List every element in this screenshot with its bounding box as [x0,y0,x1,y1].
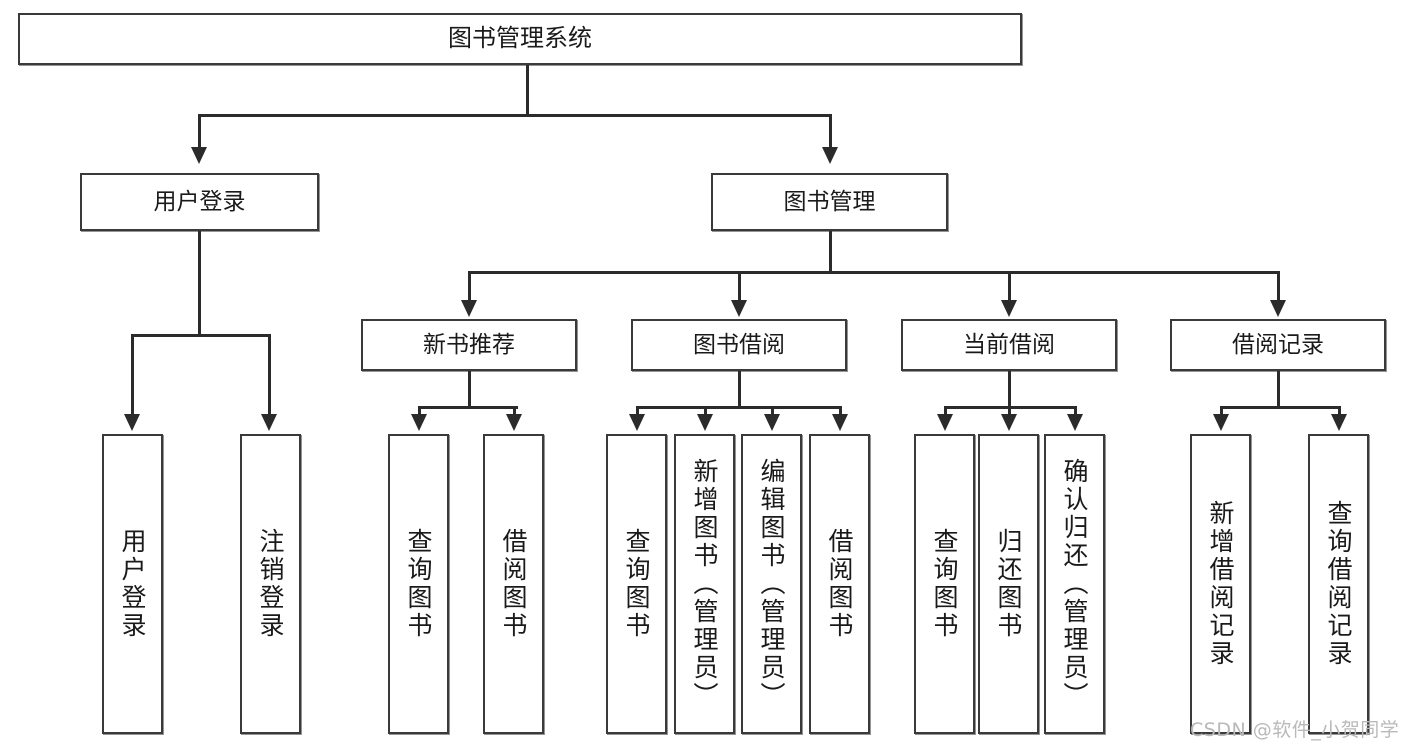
edge-root-stem [526,65,529,115]
arrow-current-borrow-to-leaf-2 [1067,414,1083,431]
edge-current-borrow-to-leaf-1 [1008,406,1011,418]
leaf-book-borrow-borrow[interactable]: 借阅图书 [809,434,870,734]
edge-root-to-user-login [198,114,201,150]
arrow-book-borrow-to-leaf-2 [764,414,780,431]
leaf-new-book-borrow[interactable]: 借阅图书 [483,434,544,734]
node-root-system[interactable]: 图书管理系统 [18,13,1022,65]
node-label: 查询图书 [622,528,651,640]
node-label: 图书管理系统 [448,24,592,53]
edge-book-borrow-distributor [636,406,842,409]
node-label: 查询借阅记录 [1324,500,1353,668]
arrow-user-login-to-leaf-1 [261,414,277,431]
edge-root-to-book-manage [829,114,832,150]
leaf-user-login-login[interactable]: 用户登录 [102,434,163,734]
edge-current-borrow-to-leaf-2 [1074,406,1077,418]
node-book-borrow[interactable]: 图书借阅 [631,319,847,371]
edge-book-manage-distributor [468,271,1280,274]
node-borrow-record[interactable]: 借阅记录 [1170,319,1386,371]
csdn-watermark: CSDN @软件_小贺同学 [1190,719,1400,741]
arrow-current-borrow-to-leaf-0 [937,414,953,431]
edge-borrow-record-to-leaf-0 [1220,406,1223,418]
node-label: 查询图书 [404,528,433,640]
leaf-borrow-record-add[interactable]: 新增借阅记录 [1190,434,1251,734]
edge-borrow-record-stem [1277,371,1280,407]
node-label: 当前借阅 [963,331,1055,358]
arrow-book-manage-to-l3-2 [1001,300,1017,317]
edge-user-login-to-leaf-0 [131,334,134,417]
node-new-book-recommend[interactable]: 新书推荐 [361,319,577,371]
leaf-book-borrow-query[interactable]: 查询图书 [606,434,667,734]
edge-root-distributor [198,114,830,117]
node-label: 借阅图书 [825,528,854,640]
edge-new-book-stem [468,371,471,407]
node-label: 图书管理 [783,188,876,215]
leaf-user-login-logout[interactable]: 注销登录 [240,434,301,734]
edge-current-borrow-to-leaf-0 [944,406,947,418]
arrow-book-manage-to-l3-3 [1270,300,1286,317]
edge-book-borrow-to-leaf-3 [839,406,842,418]
arrow-new-book-to-leaf-0 [411,414,427,431]
edge-book-manage-stem [829,231,832,273]
arrow-root-to-book-manage [822,147,838,164]
edge-book-borrow-to-leaf-0 [636,406,639,418]
leaf-current-borrow-query[interactable]: 查询图书 [914,434,975,734]
node-current-borrow[interactable]: 当前借阅 [901,319,1117,371]
edge-new-book-distributor [418,406,518,409]
node-label: 查询图书 [930,528,959,640]
node-label: 归还图书 [994,528,1023,640]
edge-user-login-stem [198,231,201,335]
arrow-book-manage-to-l3-1 [731,300,747,317]
node-label: 注销登录 [256,528,285,640]
arrow-book-borrow-to-leaf-3 [832,414,848,431]
edge-book-manage-to-l3-3 [1277,271,1280,303]
leaf-borrow-record-query[interactable]: 查询借阅记录 [1308,434,1369,734]
arrow-borrow-record-to-leaf-1 [1331,414,1347,431]
arrow-book-borrow-to-leaf-1 [697,414,713,431]
node-label: 新书推荐 [423,331,515,358]
node-label: 编辑图书（管理员） [757,458,786,710]
arrow-root-to-user-login [191,147,207,164]
arrow-book-manage-to-l3-0 [461,300,477,317]
node-label: 借阅图书 [499,528,528,640]
node-label: 新增借阅记录 [1206,500,1235,668]
node-label: 用户登录 [118,528,147,640]
edge-user-login-distributor [131,334,268,337]
leaf-book-borrow-edit[interactable]: 编辑图书（管理员） [741,434,802,734]
arrow-borrow-record-to-leaf-0 [1213,414,1229,431]
edge-book-borrow-to-leaf-1 [704,406,707,418]
edge-borrow-record-distributor [1220,406,1340,409]
edge-book-borrow-to-leaf-2 [771,406,774,418]
leaf-book-borrow-add[interactable]: 新增图书（管理员） [674,434,735,734]
edge-current-borrow-stem [1008,371,1011,407]
edge-book-manage-to-l3-1 [738,271,741,303]
edge-book-manage-to-l3-2 [1008,271,1011,303]
edge-new-book-to-leaf-0 [418,406,421,418]
node-label: 确认归还（管理员） [1060,458,1089,710]
node-label: 用户登录 [153,188,246,215]
arrow-book-borrow-to-leaf-0 [629,414,645,431]
edge-user-login-to-leaf-1 [268,334,271,417]
leaf-current-borrow-confirm[interactable]: 确认归还（管理员） [1044,434,1105,734]
node-book-management[interactable]: 图书管理 [711,173,948,231]
node-user-login[interactable]: 用户登录 [80,173,319,231]
edge-new-book-to-leaf-1 [513,406,516,418]
leaf-new-book-query[interactable]: 查询图书 [388,434,449,734]
edge-book-manage-to-l3-0 [468,271,471,303]
arrow-new-book-to-leaf-1 [506,414,522,431]
leaf-current-borrow-return[interactable]: 归还图书 [978,434,1039,734]
node-label: 借阅记录 [1232,331,1324,358]
node-label: 新增图书（管理员） [690,458,719,710]
node-label: 图书借阅 [693,331,785,358]
arrow-user-login-to-leaf-0 [124,414,140,431]
edge-book-borrow-stem [738,371,741,407]
edge-borrow-record-to-leaf-1 [1338,406,1341,418]
arrow-current-borrow-to-leaf-1 [1001,414,1017,431]
